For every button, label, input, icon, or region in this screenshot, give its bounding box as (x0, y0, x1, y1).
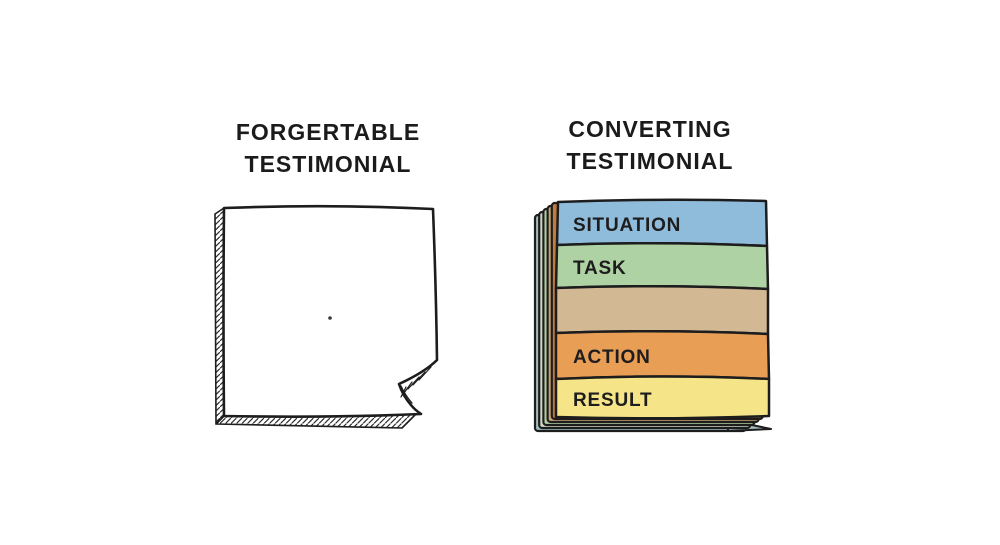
band-result (554, 375, 771, 420)
blank-page (214, 204, 439, 429)
page-sheet (222, 204, 439, 418)
left-title: FORGERTABLE TESTIMONIAL (168, 116, 488, 180)
band-label-task: TASK (573, 258, 627, 279)
band-blank (554, 284, 770, 336)
band-label-action: ACTION (573, 347, 651, 368)
band-label-situation: SITUATION (573, 215, 681, 236)
star-stack: SITUATION TASK ACTION RESULT (533, 198, 772, 433)
right-title-line1: CONVERTING (568, 116, 732, 142)
left-title-line1: FORGERTABLE (235, 119, 421, 145)
page-center-dot (328, 316, 332, 320)
band-label-result: RESULT (573, 390, 652, 411)
right-title: CONVERTING TESTIMONIAL (490, 113, 810, 177)
left-title-line2: TESTIMONIAL (244, 151, 412, 177)
page-curl (400, 366, 432, 404)
right-title-line2: TESTIMONIAL (566, 148, 734, 174)
